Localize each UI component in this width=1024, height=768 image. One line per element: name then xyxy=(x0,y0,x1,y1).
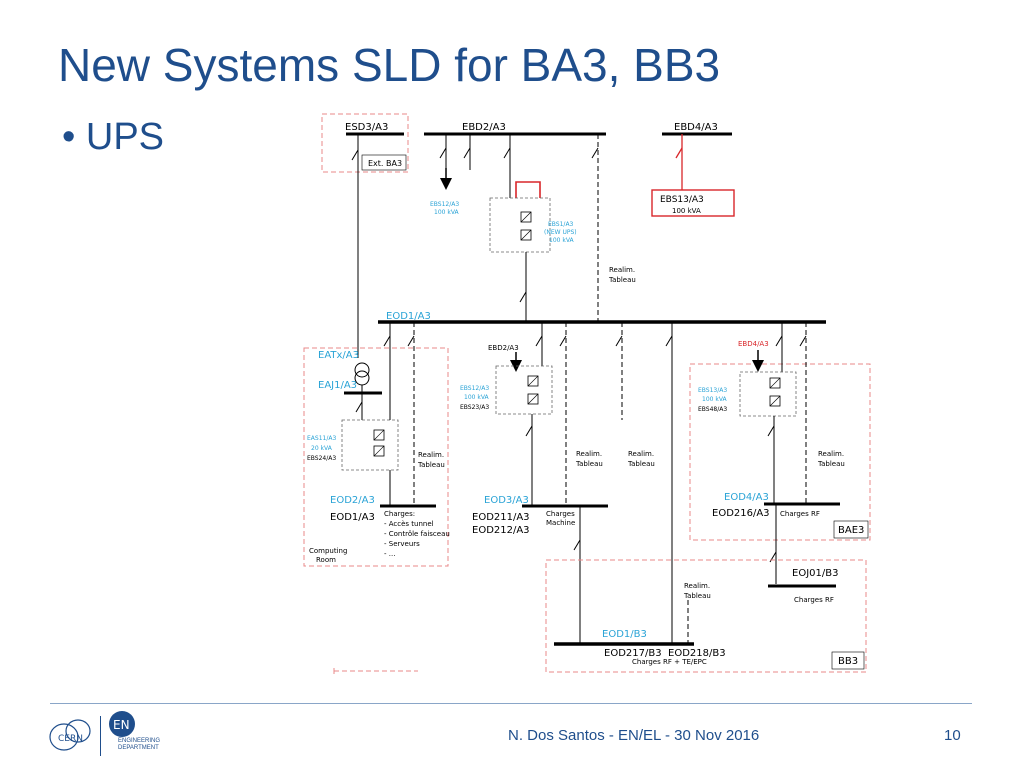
ebs1-label-2: (NEW UPS) xyxy=(544,229,577,236)
eas11-label-1: EAS11/A3 xyxy=(307,435,336,442)
realim-right-1: Realim. xyxy=(818,450,844,458)
realim-mid1-1: Realim. xyxy=(576,450,602,458)
eas11-label-2: 20 kVA xyxy=(311,445,333,452)
eatx-label: EATx/A3 xyxy=(318,350,359,361)
ebs13-top-2: 100 kVA xyxy=(672,207,701,215)
ebs13-top-1: EBS13/A3 xyxy=(660,195,704,205)
left-charges-4: - ... xyxy=(384,550,395,558)
realim-left-1: Realim. xyxy=(418,451,444,459)
eoj01-label: EOJ01/B3 xyxy=(792,568,838,579)
realim-bb3-1: Realim. xyxy=(684,582,710,590)
ebs1-label-3: 100 kVA xyxy=(549,237,575,244)
esd3-breaker xyxy=(351,149,359,161)
realim-mid2-1: Realim. xyxy=(628,450,654,458)
left-charges-3: - Serveurs xyxy=(384,540,420,548)
cern-logo-icon: CERN xyxy=(49,719,91,751)
bullet-text: UPS xyxy=(85,116,165,158)
realim-left-2: Tableau xyxy=(417,461,445,469)
bae3-box xyxy=(689,363,871,541)
left-charges-1: - Accès tunnel xyxy=(384,520,434,528)
bae3-label: BAE3 xyxy=(838,525,864,536)
footer-rule xyxy=(50,703,972,704)
logo-separator xyxy=(100,716,101,756)
realim-mid2-2: Tableau xyxy=(627,460,655,468)
page-number: 10 xyxy=(944,727,961,744)
left-charges-2: - Contrôle faisceau xyxy=(384,530,450,538)
eng-caption-1: ENGINEERING xyxy=(118,738,161,744)
mid-charges-2: Machine xyxy=(546,519,575,527)
ebd2-top-label: EBD2/A3 xyxy=(462,122,506,133)
computing-room-2: Room xyxy=(316,556,336,564)
ext-ba3-box xyxy=(361,154,407,171)
right-charges-rf: Charges RF xyxy=(780,510,820,518)
eod1-a3-label: EOD1/A3 xyxy=(386,311,431,322)
ebs13-mid-2: 100 kVA xyxy=(702,396,728,403)
en-logo-icon: EN xyxy=(109,711,135,737)
ebs13-mid-1: EBS13/A3 xyxy=(698,387,727,394)
esd3-box xyxy=(321,113,409,173)
ebd2-mid-label: EBD2/A3 xyxy=(488,344,519,352)
eas11-ups-frame xyxy=(341,419,399,471)
bb3-charges: Charges RF + TE/EPC xyxy=(632,658,707,666)
bullet-ups: • UPS xyxy=(62,116,165,158)
ebs23-ups-frame xyxy=(495,365,553,415)
mid-charges-1: Charges xyxy=(546,510,575,518)
footer-author-date: N. Dos Santos - EN/EL - 30 Nov 2016 xyxy=(508,727,760,744)
eod1-b3-label: EOD1/B3 xyxy=(602,629,647,640)
ebs1-red-bypass xyxy=(515,181,541,198)
eod3-a3-label: EOD3/A3 xyxy=(484,495,529,506)
bb3-charges-rf: Charges RF xyxy=(794,596,834,604)
left-charges-0: Charges: xyxy=(384,510,415,518)
realim-mid1-2: Tableau xyxy=(575,460,603,468)
engineering-department-label: ENGINEERING DEPARTMENT xyxy=(118,738,160,752)
ebs13-mid-3: EBS48/A3 xyxy=(698,406,727,413)
esd3-label: ESD3/A3 xyxy=(345,122,388,133)
eaj1-label: EAJ1/A3 xyxy=(318,380,357,391)
ebs12-mid-3: EBS23/A3 xyxy=(460,404,489,411)
ext-ba3-label: Ext. BA3 xyxy=(368,159,402,168)
en-logo-text: EN xyxy=(113,718,130,732)
eod2-a3-label: EOD2/A3 xyxy=(330,495,375,506)
eod218-label: EOD218/B3 xyxy=(668,648,726,659)
eod1-a3-sub-label: EOD1/A3 xyxy=(330,512,375,523)
eod217-label: EOD217/B3 xyxy=(604,648,662,659)
bb3-label: BB3 xyxy=(838,656,858,667)
cern-logo-text: CERN xyxy=(58,734,83,744)
realim-top-2: Tableau xyxy=(608,276,636,284)
ebs48-ups-frame xyxy=(739,371,797,417)
realim-right-2: Tableau xyxy=(817,460,845,468)
computing-room-box xyxy=(303,347,449,567)
ebs12-mid-1: EBS12/A3 xyxy=(460,385,489,392)
realim-top-1: Realim. xyxy=(609,266,635,274)
ebs12-top-label-2: 100 kVA xyxy=(434,209,460,216)
bb3-box xyxy=(545,559,867,673)
ebd4-top-label: EBD4/A3 xyxy=(674,122,718,133)
eng-caption-2: DEPARTMENT xyxy=(118,745,159,751)
ebs1-ups-frame xyxy=(489,197,551,253)
realim-bb3-2: Tableau xyxy=(683,592,711,600)
eas11-label-3: EBS24/A3 xyxy=(307,455,336,462)
computing-room-1: Computing xyxy=(309,547,347,555)
ebs12-top-label-1: EBS12/A3 xyxy=(430,201,459,208)
transformer-2 xyxy=(354,370,370,386)
ebd4-mid-label: EBD4/A3 xyxy=(738,340,769,348)
ebs1-label-1: EBS1/A3 xyxy=(548,221,574,228)
slide-title: New Systems SLD for BA3, BB3 xyxy=(58,39,721,91)
transformer-1 xyxy=(354,362,370,378)
eod4-a3-label: EOD4/A3 xyxy=(724,492,769,503)
ebs13-top-box xyxy=(651,189,735,217)
eod211-label: EOD211/A3 xyxy=(472,512,530,523)
ebs12-mid-2: 100 kVA xyxy=(464,394,490,401)
eod216-label: EOD216/A3 xyxy=(712,508,770,519)
eod212-label: EOD212/A3 xyxy=(472,525,530,536)
